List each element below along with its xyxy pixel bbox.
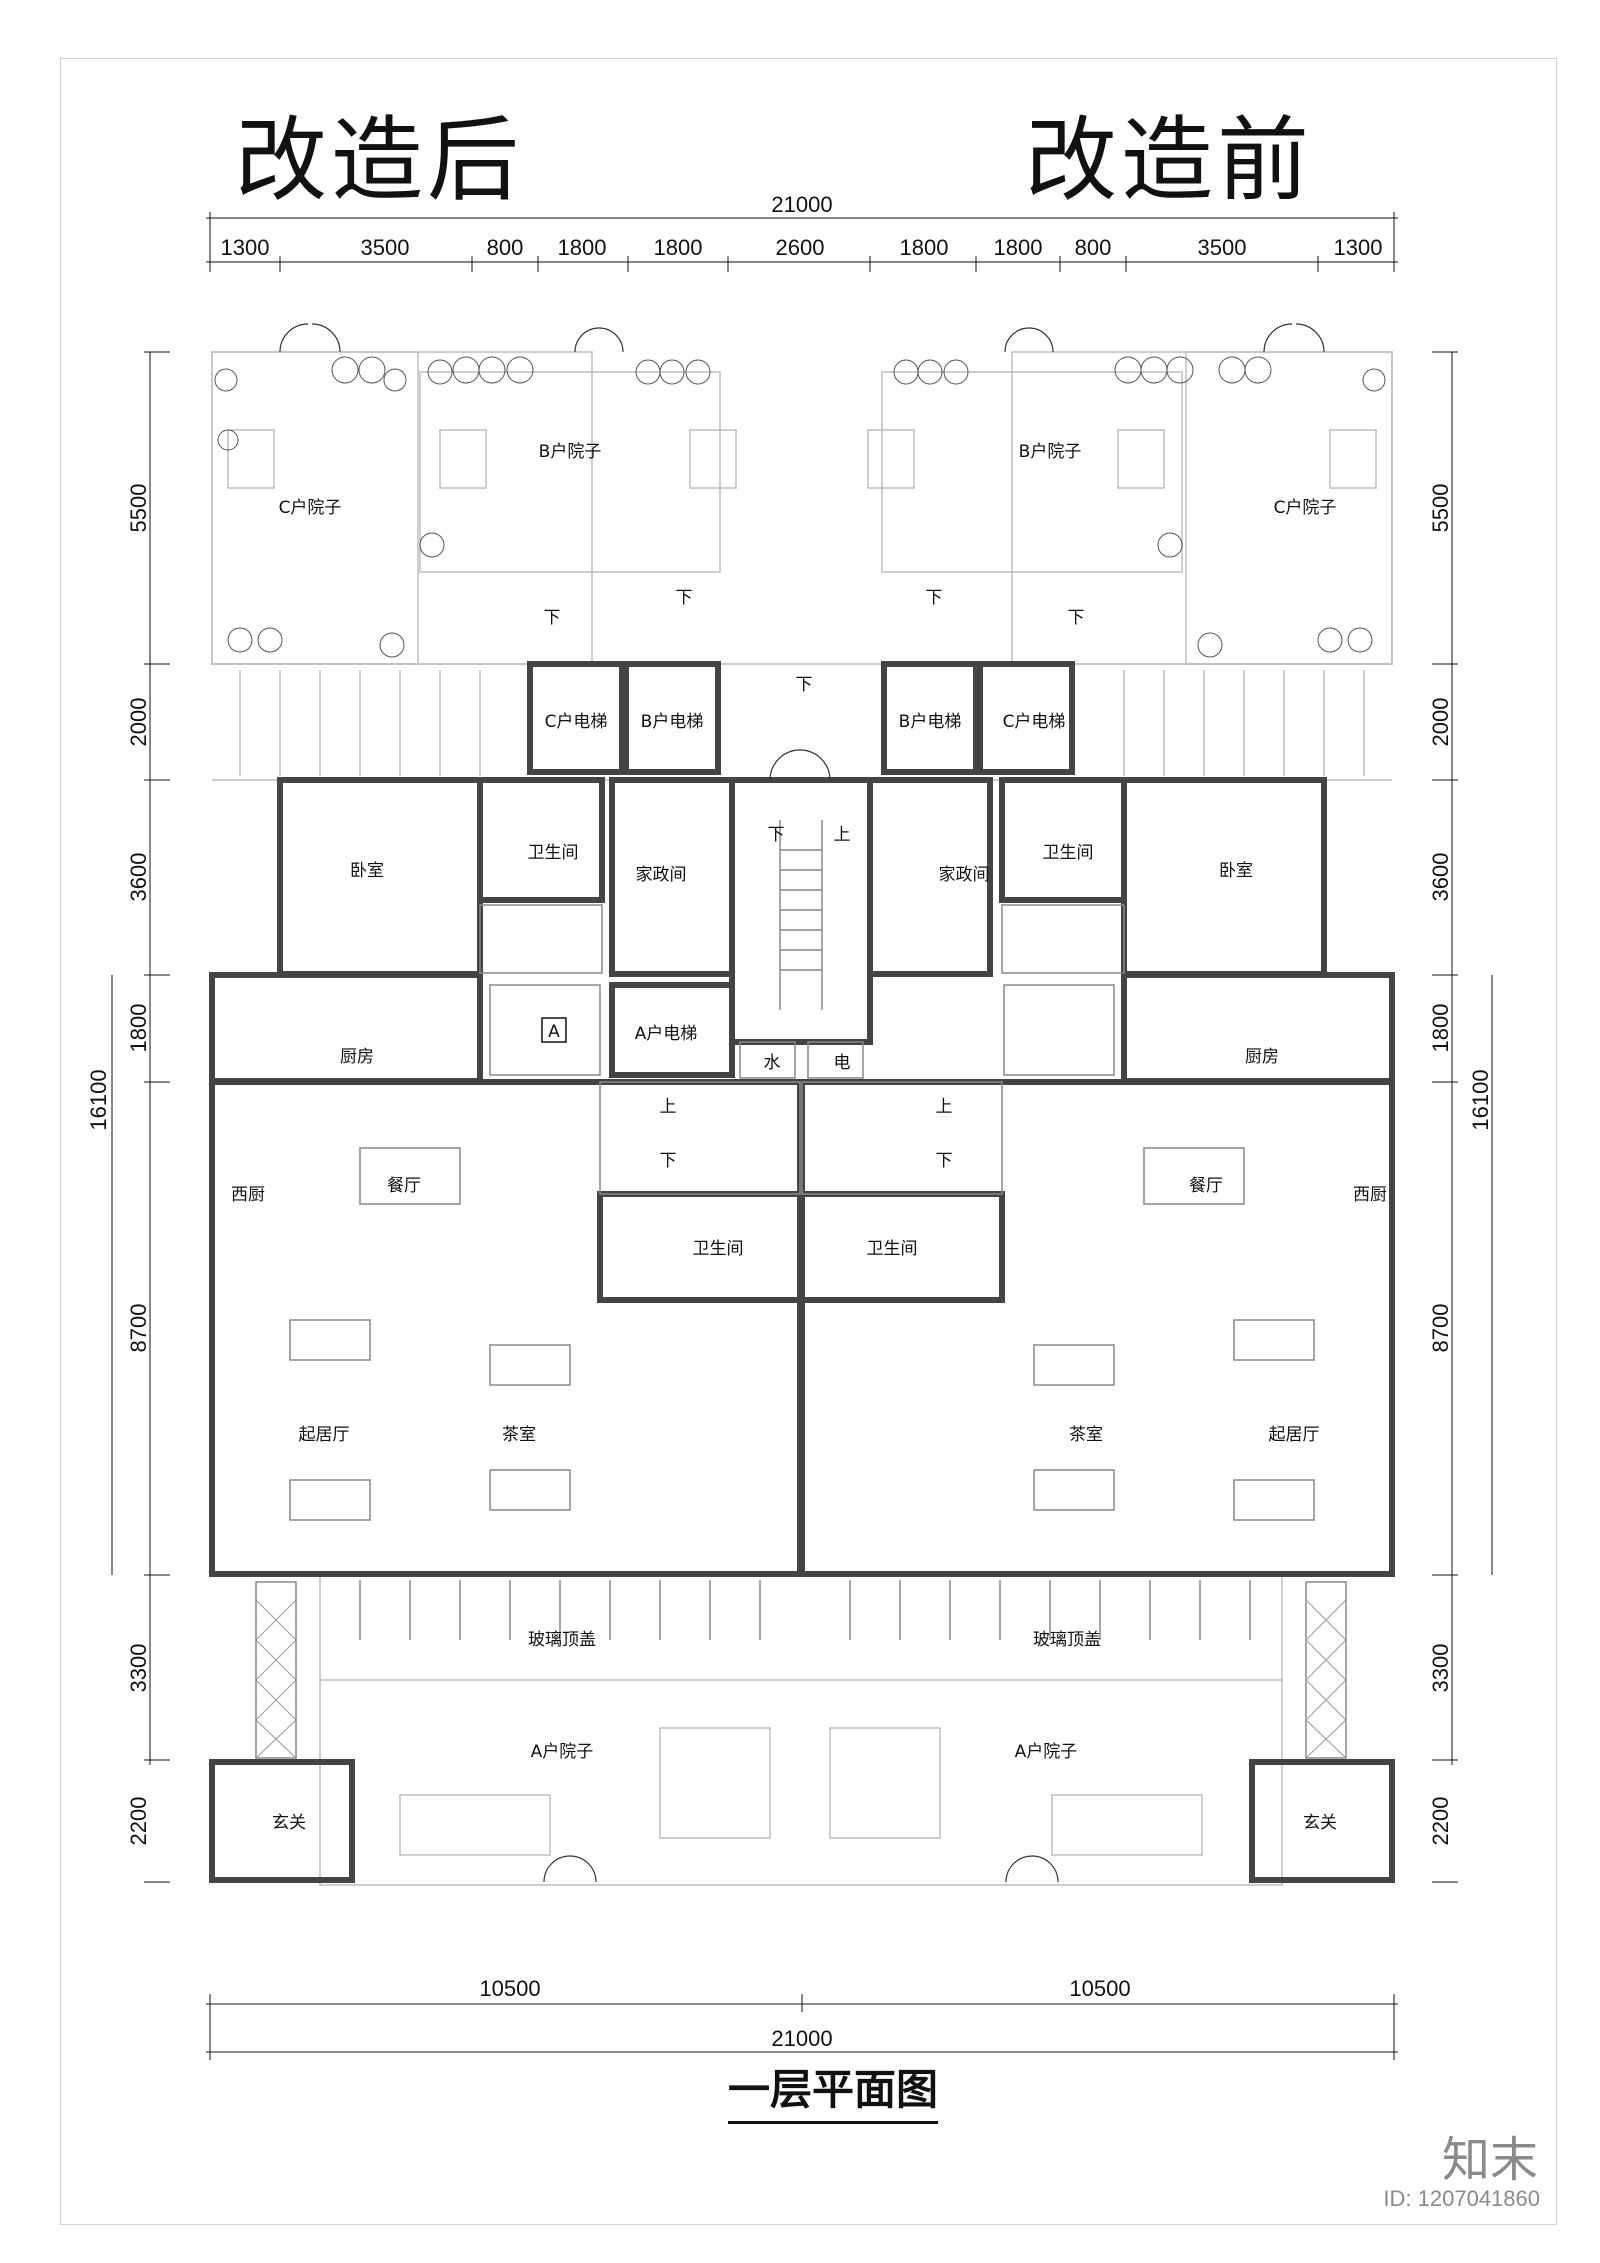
walls [209,661,1395,1883]
label-bedroom-right: 卧室 [1219,861,1253,881]
label-up-inner-left: 上 [660,1097,677,1117]
dim-bottom-right: 10500 [1069,1976,1130,2001]
label-entrance-left: 玄关 [272,1813,306,1833]
label-down-yard-right: 下 [1068,608,1085,628]
label-a-marker: A [548,1022,560,1042]
dim-top-5: 1800 [654,235,703,260]
dim-top-11: 1300 [1334,235,1383,260]
label-b-yard-left: B户院子 [539,442,602,462]
label-a-yard-left: A户院子 [531,1742,594,1762]
dim-right-4: 1800 [1428,1004,1453,1053]
label-bathroom-lower-right: 卫生间 [867,1239,918,1259]
label-dining-left: 餐厅 [387,1176,421,1196]
label-a-yard-right: A户院子 [1015,1742,1078,1762]
label-c-yard-left: C户院子 [279,498,342,518]
dim-top-6: 2600 [776,235,825,260]
label-b-yard-right: B户院子 [1019,442,1082,462]
label-kitchen-right: 厨房 [1245,1047,1279,1067]
label-stair-up: 上 [834,825,851,845]
label-down-center: 下 [796,675,813,695]
label-b-elevator-right: B户电梯 [899,712,962,732]
label-living-left: 起居厅 [299,1425,350,1445]
label-bedroom-left: 卧室 [350,861,384,881]
dim-top-9: 800 [1075,235,1112,260]
dim-right-6: 3300 [1428,1644,1453,1693]
dim-right-5: 8700 [1428,1304,1453,1353]
label-housekeeping-right: 家政间 [939,865,990,885]
label-electric: 电 [834,1053,851,1073]
label-bathroom-upper-right: 卫生间 [1043,843,1094,863]
label-stair-down: 下 [768,825,785,845]
label-tea-room-right: 茶室 [1069,1425,1103,1445]
dim-top-8: 1800 [994,235,1043,260]
dim-left-2: 2000 [126,698,151,747]
trees [214,356,1386,658]
room-labels: C户院子 B户院子 B户院子 C户院子 C户电梯 B户电梯 B户电梯 C户电梯 … [231,442,1387,1833]
overall-width-bottom: 21000 [771,2026,832,2051]
dimension-lines [111,212,1493,2060]
a-marker-box [541,1017,567,1043]
dim-left-6: 3300 [126,1644,151,1693]
label-c-elevator-left: C户电梯 [545,712,608,732]
label-entrance-right: 玄关 [1303,1813,1337,1833]
light-walls [255,820,1347,1759]
dim-top-7: 1800 [900,235,949,260]
dim-top-2: 3500 [361,235,410,260]
dimension-text: 21000 1300 3500 800 1800 1800 2600 1800 … [86,192,1493,2051]
doors [279,323,1325,1883]
dim-bottom-left: 10500 [479,1976,540,2001]
hatch [255,1599,1347,1759]
label-glass-roof-right: 玻璃顶盖 [1033,1630,1101,1650]
brand-logo: 知末 [1441,2132,1538,2188]
plan-title: 一层平面图 [728,2056,939,2124]
image-id: ID: 1207041860 [1383,2186,1540,2211]
dim-top-3: 800 [487,235,524,260]
label-down-inner-right: 下 [936,1151,953,1171]
label-western-kitchen-left: 西厨 [231,1185,265,1205]
label-down-yard-mid-left: 下 [676,588,693,608]
dim-right-3: 3600 [1428,853,1453,902]
dim-left-4: 1800 [126,1004,151,1053]
label-a-elevator: A户电梯 [635,1024,698,1044]
label-tea-room-left: 茶室 [502,1425,536,1445]
label-bathroom-lower-left: 卫生间 [693,1239,744,1259]
overall-height-right: 16100 [1468,1069,1493,1130]
label-down-inner-left: 下 [660,1151,677,1171]
dim-top-4: 1800 [558,235,607,260]
dim-top-1: 1300 [221,235,270,260]
overall-height-left: 16100 [86,1069,111,1130]
dim-left-3: 3600 [126,853,151,902]
label-b-elevator-left: B户电梯 [641,712,704,732]
label-living-right: 起居厅 [1269,1425,1320,1445]
label-housekeeping-left: 家政间 [636,865,687,885]
label-western-kitchen-right: 西厨 [1353,1185,1387,1205]
dim-top-10: 3500 [1198,235,1247,260]
label-down-yard-mid-right: 下 [926,588,943,608]
label-glass-roof-left: 玻璃顶盖 [528,1630,596,1650]
title-after: 改造后 [235,107,524,214]
label-up-inner-right: 上 [936,1097,953,1117]
label-kitchen-left: 厨房 [340,1047,374,1067]
label-down-yard-left: 下 [544,608,561,628]
dim-right-2: 2000 [1428,698,1453,747]
label-water: 水 [764,1053,781,1073]
overall-width-top: 21000 [771,192,832,217]
dim-left-5: 8700 [126,1304,151,1353]
label-c-yard-right: C户院子 [1274,498,1337,518]
label-c-elevator-right: C户电梯 [1003,712,1066,732]
drawing-frame [60,58,1557,2225]
dim-left-1: 5500 [126,484,151,533]
title-before: 改造前 [1025,107,1314,214]
dim-left-7: 2200 [126,1797,151,1846]
dim-right-7: 2200 [1428,1797,1453,1846]
label-dining-right: 餐厅 [1189,1176,1223,1196]
label-bathroom-upper-left: 卫生间 [528,843,579,863]
dim-right-1: 5500 [1428,484,1453,533]
